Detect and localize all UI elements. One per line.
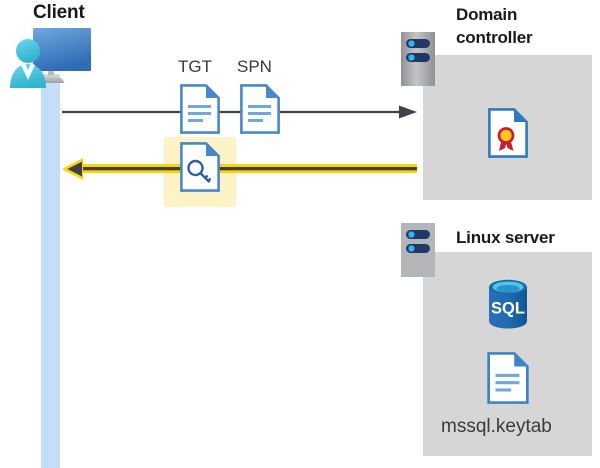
client-title: Client — [33, 2, 85, 23]
tgt-document-icon — [180, 84, 220, 139]
domain-controller-server-icon — [401, 32, 435, 86]
linux-server-title: Linux server — [456, 228, 555, 247]
linux-server-icon — [401, 223, 435, 277]
sql-database-icon: SQL — [486, 278, 530, 330]
spn-document-icon — [240, 84, 280, 139]
keytab-document-icon — [487, 352, 529, 409]
spn-label: SPN — [237, 57, 272, 76]
request-arrow — [62, 105, 417, 119]
client-computer-icon — [8, 26, 94, 96]
sql-database-label: SQL — [491, 300, 525, 318]
certificate-document-icon — [488, 108, 528, 163]
client-lifeline — [41, 74, 60, 468]
tgt-label: TGT — [178, 57, 212, 76]
keytab-file-label: mssql.keytab — [441, 416, 552, 437]
key-document-icon — [180, 142, 220, 197]
response-arrow — [62, 158, 417, 180]
domain-controller-title: Domain controller — [456, 5, 533, 47]
